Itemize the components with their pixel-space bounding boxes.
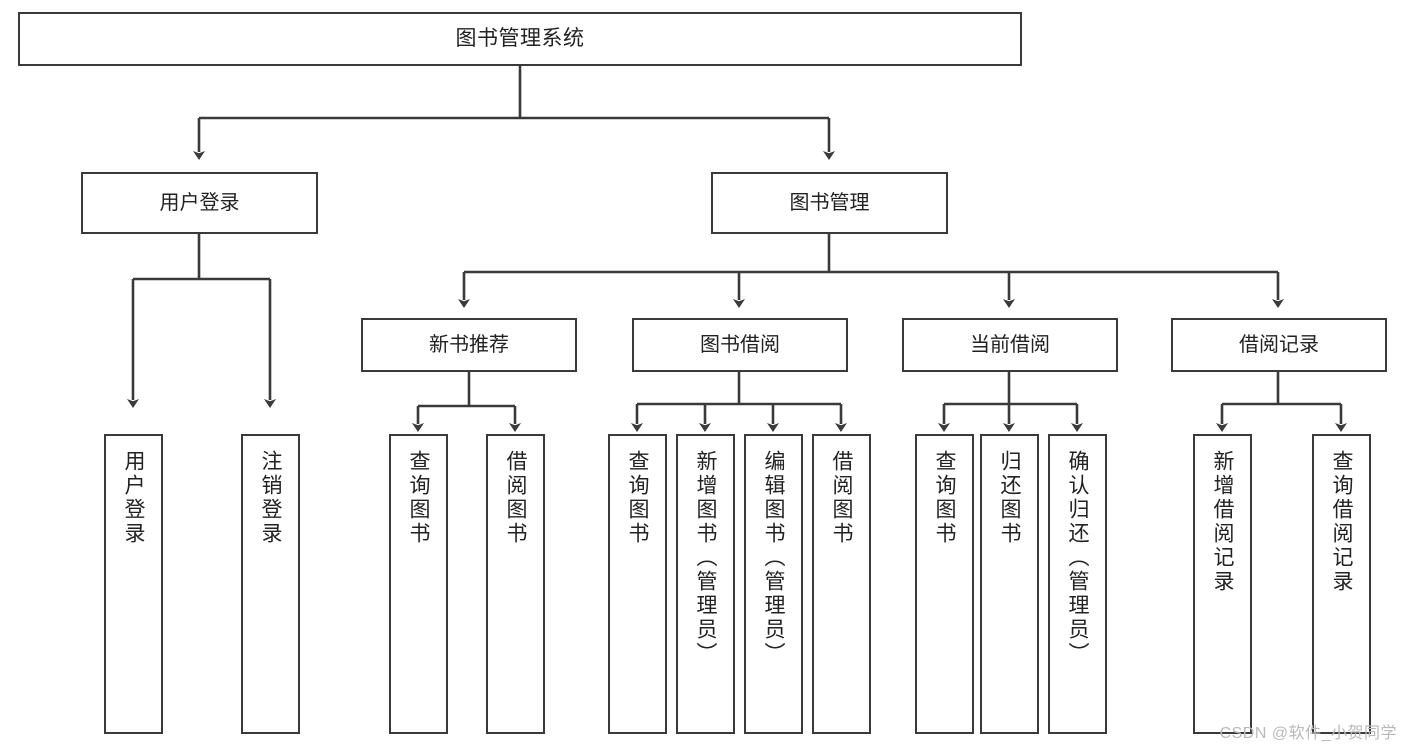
node-new-book-recommend[interactable]: 新书推荐 xyxy=(361,318,577,372)
node-user-login[interactable]: 用户登录 xyxy=(81,172,318,234)
node-label: 确认归还（管理员） xyxy=(1066,450,1089,666)
node-label: 新书推荐 xyxy=(429,333,509,356)
leaf-user-login-logout[interactable]: 注销登录 xyxy=(241,434,300,734)
node-label: 借阅图书 xyxy=(504,450,527,546)
leaf-user-login-login[interactable]: 用户登录 xyxy=(104,434,163,734)
leaf-book-borrow-edit-book-admin[interactable]: 编辑图书（管理员） xyxy=(744,434,803,734)
leaf-new-book-query-book[interactable]: 查询图书 xyxy=(389,434,448,734)
node-label: 当前借阅 xyxy=(970,333,1050,356)
node-label: 查询图书 xyxy=(407,450,430,546)
node-label: 新增图书（管理员） xyxy=(694,450,717,666)
node-borrow-record[interactable]: 借阅记录 xyxy=(1171,318,1387,372)
leaf-current-borrow-query-book[interactable]: 查询图书 xyxy=(915,434,974,734)
node-label: 查询图书 xyxy=(626,450,649,546)
leaf-borrow-record-query-record[interactable]: 查询借阅记录 xyxy=(1312,434,1371,734)
node-label: 编辑图书（管理员） xyxy=(762,450,785,666)
leaf-book-borrow-query-book[interactable]: 查询图书 xyxy=(608,434,667,734)
node-label: 查询图书 xyxy=(933,450,956,546)
node-book-borrow[interactable]: 图书借阅 xyxy=(632,318,848,372)
leaf-book-borrow-borrow-book[interactable]: 借阅图书 xyxy=(812,434,871,734)
node-current-borrow[interactable]: 当前借阅 xyxy=(902,318,1118,372)
node-root-system[interactable]: 图书管理系统 xyxy=(18,12,1022,66)
leaf-current-borrow-return-book[interactable]: 归还图书 xyxy=(980,434,1039,734)
node-label: 归还图书 xyxy=(998,450,1021,546)
node-label: 借阅记录 xyxy=(1239,333,1319,356)
leaf-current-borrow-confirm-return-admin[interactable]: 确认归还（管理员） xyxy=(1048,434,1107,734)
node-label: 新增借阅记录 xyxy=(1211,450,1234,594)
node-label: 图书管理 xyxy=(789,191,870,214)
node-label: 查询借阅记录 xyxy=(1330,450,1353,594)
node-label: 图书借阅 xyxy=(700,333,780,356)
leaf-new-book-borrow-book[interactable]: 借阅图书 xyxy=(486,434,545,734)
node-label: 用户登录 xyxy=(122,450,145,546)
node-label: 图书管理系统 xyxy=(455,27,585,51)
leaf-book-borrow-add-book-admin[interactable]: 新增图书（管理员） xyxy=(676,434,735,734)
leaf-borrow-record-add-record[interactable]: 新增借阅记录 xyxy=(1193,434,1252,734)
node-label: 用户登录 xyxy=(159,191,240,214)
node-label: 注销登录 xyxy=(259,450,282,546)
node-book-management[interactable]: 图书管理 xyxy=(711,172,948,234)
node-label: 借阅图书 xyxy=(830,450,853,546)
csdn-watermark: CSDN @软件_小贺同学 xyxy=(1219,725,1397,742)
